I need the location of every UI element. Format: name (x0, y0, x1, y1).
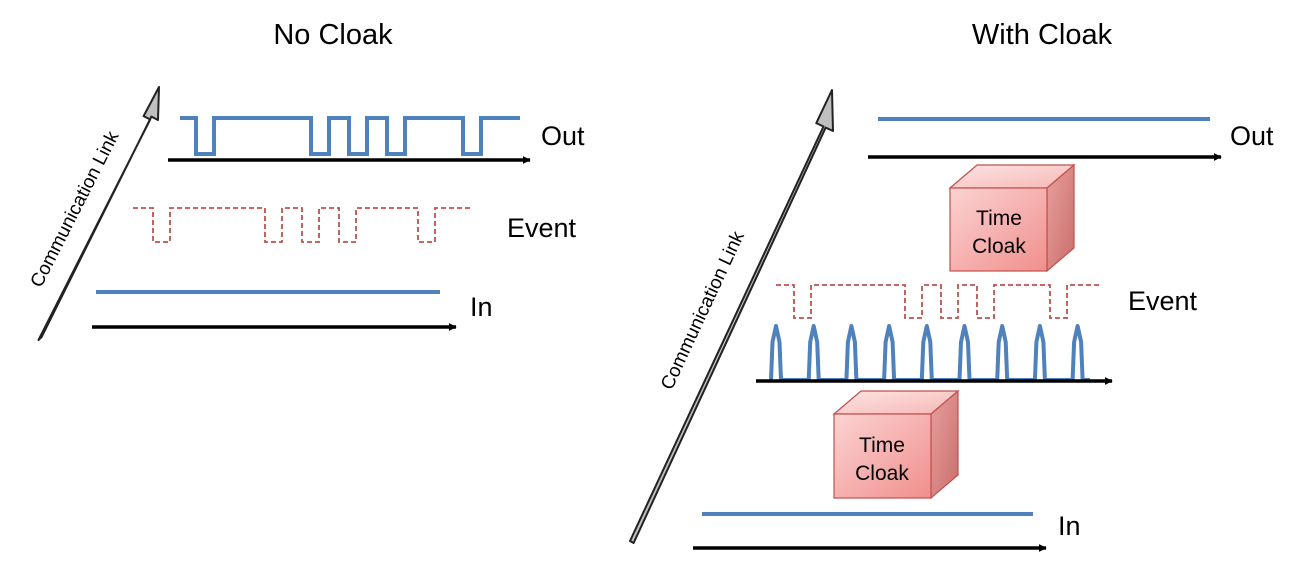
out-signal-waveform (180, 116, 520, 156)
event-label: Event (1128, 286, 1198, 316)
panel-with-cloak: With Cloak Communication Link Out Time C… (629, 19, 1274, 552)
out-label: Out (1230, 121, 1274, 151)
time-cloak-box: Time Cloak (948, 163, 1076, 273)
event-label: Event (507, 213, 577, 243)
link-arrow-shape (629, 89, 834, 544)
link-label: Communication Link (657, 228, 749, 393)
cloak-label-line1: Time (859, 434, 905, 457)
cloak-label-line2: Cloak (972, 235, 1026, 258)
probe-pulse-train (769, 324, 1090, 382)
cloak-label-line1: Time (976, 207, 1022, 230)
communication-link-arrow (629, 89, 834, 544)
cube-front (833, 413, 932, 499)
link-arrow-shape (37, 86, 160, 341)
panel-title: No Cloak (273, 19, 393, 51)
out-label: Out (541, 121, 585, 151)
in-label: In (1058, 511, 1081, 541)
cube-front (949, 187, 1048, 272)
panel-title: With Cloak (972, 19, 1113, 51)
cloak-label-line2: Cloak (855, 462, 909, 485)
time-cloak-box: Time Cloak (832, 389, 960, 500)
event-waveform (776, 284, 1102, 319)
panel-no-cloak: No Cloak Communication Link Out Event In (27, 19, 585, 341)
communication-link-arrow (37, 86, 160, 341)
event-waveform (133, 207, 470, 243)
in-label: In (470, 292, 493, 322)
